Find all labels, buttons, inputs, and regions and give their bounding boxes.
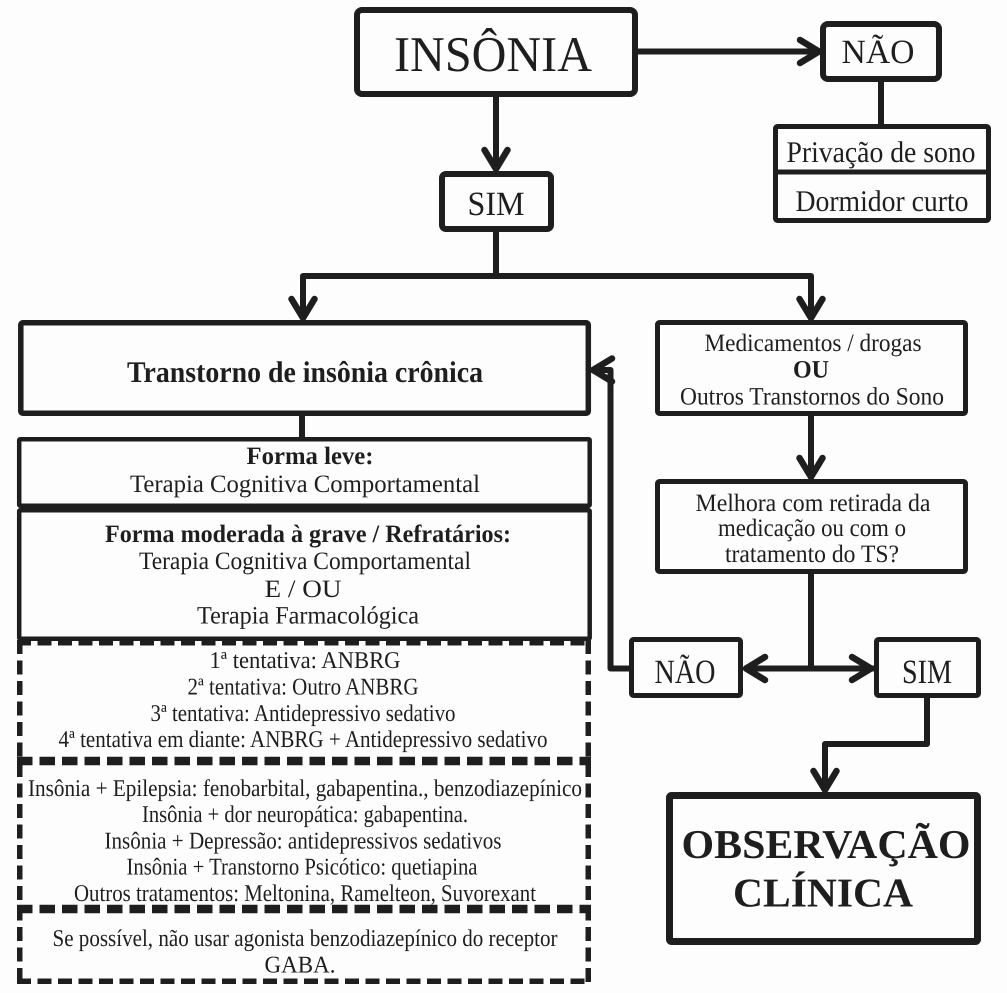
svg-text:Terapia Farmacológica: Terapia Farmacológica — [197, 603, 419, 630]
svg-text:SIM: SIM — [902, 654, 952, 691]
svg-text:INSÔNIA: INSÔNIA — [394, 26, 592, 82]
svg-text:tratamento do TS?: tratamento do TS? — [725, 541, 899, 568]
svg-text:SIM: SIM — [468, 186, 525, 223]
svg-text:E / OU: E / OU — [265, 576, 342, 603]
svg-text:Insônia + Transtorno Psicótico: Insônia + Transtorno Psicótico: quetiapi… — [127, 854, 478, 880]
svg-text:Insônia + Depressão: antidepre: Insônia + Depressão: antidepressivos sed… — [105, 829, 502, 855]
svg-text:Forma moderada à grave / Refra: Forma moderada à grave / Refratários: — [105, 521, 511, 548]
svg-text:GABA.: GABA. — [265, 953, 336, 979]
svg-text:Privação de sono: Privação de sono — [787, 136, 976, 169]
svg-text:Forma leve:: Forma leve: — [247, 443, 374, 470]
svg-text:2ª tentativa: Outro ANBRG: 2ª tentativa: Outro ANBRG — [188, 675, 419, 701]
svg-text:Medicamentos / drogas: Medicamentos / drogas — [705, 330, 922, 357]
svg-text:Insônia + Epilepsia: fenobarbi: Insônia + Epilepsia: fenobarbital, gabap… — [28, 776, 582, 802]
svg-text:4ª tentativa em diante: ANBRG: 4ª tentativa em diante: ANBRG + Antidepr… — [59, 727, 548, 753]
svg-text:1ª tentativa: ANBRG: 1ª tentativa: ANBRG — [210, 648, 401, 674]
svg-text:Transtorno de insônia crônica: Transtorno de insônia crônica — [127, 356, 483, 389]
svg-text:OU: OU — [793, 357, 829, 384]
svg-text:Melhora com retirada da: Melhora com retirada da — [696, 490, 931, 517]
svg-text:Insônia + dor neuropática: gab: Insônia + dor neuropática: gabapentina. — [142, 802, 468, 828]
svg-text:Outros Transtornos do Sono: Outros Transtornos do Sono — [680, 384, 944, 411]
svg-text:OBSERVAÇÃO: OBSERVAÇÃO — [682, 821, 971, 867]
svg-text:Se possível, não usar agonista: Se possível, não usar agonista benzodiaz… — [53, 926, 558, 952]
svg-text:3ª tentativa: Antidepressivo s: 3ª tentativa: Antidepressivo sedativo — [151, 701, 456, 727]
svg-text:Dormidor curto: Dormidor curto — [796, 185, 969, 218]
svg-text:medicação ou com o: medicação ou com o — [718, 515, 906, 542]
svg-text:NÃO: NÃO — [655, 654, 716, 691]
svg-text:Outros tratamentos: Meltonina,: Outros tratamentos: Meltonina, Ramelteon… — [74, 881, 536, 907]
svg-text:CLÍNICA: CLÍNICA — [733, 870, 913, 916]
svg-text:Terapia Cognitiva Comportament: Terapia Cognitiva Comportamental — [139, 548, 471, 575]
svg-text:NÃO: NÃO — [842, 34, 915, 71]
svg-text:Terapia Cognitiva Comportament: Terapia Cognitiva Comportamental — [130, 471, 480, 498]
